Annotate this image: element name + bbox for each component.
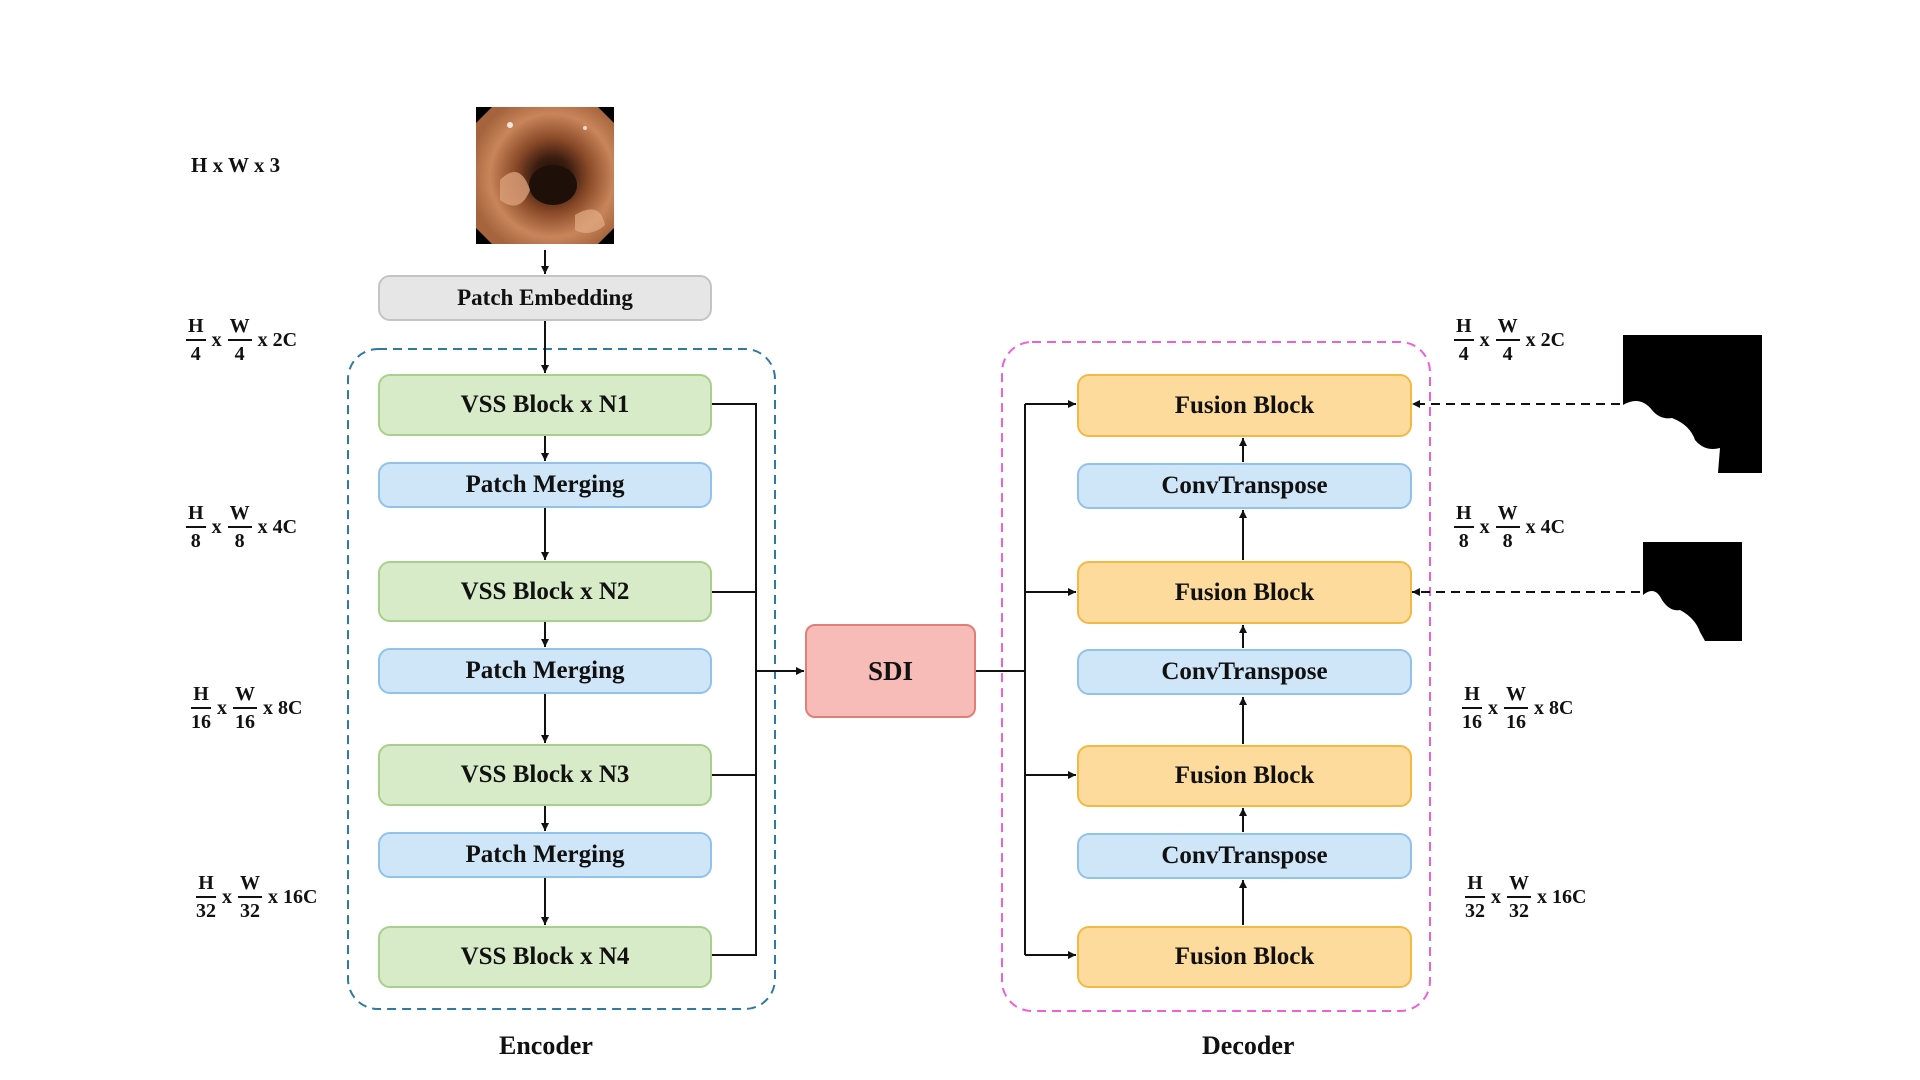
dim-h-symbol: H xyxy=(1454,503,1474,528)
fusion-block-2: Fusion Block xyxy=(1077,561,1412,624)
patch-merging-block-1: Patch Merging xyxy=(378,462,712,508)
dim-times: x xyxy=(1488,696,1498,719)
decoder-border xyxy=(1001,341,1431,1012)
vss-block-1: VSS Block x N1 xyxy=(378,374,712,436)
dim-w-divisor: 32 xyxy=(240,900,260,922)
dim-w-symbol: W xyxy=(227,503,252,528)
dim-w-divisor: 8 xyxy=(1502,530,1513,552)
patch-embedding-block: Patch Embedding xyxy=(378,275,712,321)
vss-block-3: VSS Block x N3 xyxy=(378,744,712,806)
patch-merging-block-3: Patch Merging xyxy=(378,832,712,878)
dim-w-symbol: W xyxy=(1504,684,1528,709)
dim-h-divisor: 32 xyxy=(196,900,216,922)
dim-h-divisor: 4 xyxy=(190,343,201,365)
dim-times: x xyxy=(1479,515,1490,538)
vss-block-2: VSS Block x N2 xyxy=(378,561,712,622)
decoder-caption: Decoder xyxy=(1202,1031,1295,1060)
encoder-border xyxy=(347,348,776,1010)
dim-w-symbol: W xyxy=(238,873,262,898)
dim-channels: x 16C xyxy=(1537,885,1587,908)
dim-times: x xyxy=(222,885,232,908)
dim-times: x xyxy=(211,328,222,351)
dim-w-divisor: 8 xyxy=(234,530,245,552)
skip-bus-encoder xyxy=(712,403,757,956)
dim-w-symbol: W xyxy=(1495,503,1520,528)
conv-transpose-block-3: ConvTranspose xyxy=(1077,833,1412,879)
sdi-block: SDI xyxy=(805,624,976,718)
endoscopy-input-image xyxy=(476,107,614,244)
dim-channels: x 2C xyxy=(257,328,298,351)
dim-w-divisor: 4 xyxy=(1502,343,1513,365)
dim-h-symbol: H xyxy=(186,503,206,528)
dim-h-divisor: 8 xyxy=(190,530,201,552)
fusion-block-3: Fusion Block xyxy=(1077,745,1412,807)
dim-channels: x 8C xyxy=(263,696,303,719)
conv-transpose-block-2: ConvTranspose xyxy=(1077,649,1412,695)
dim-channels: x 4C xyxy=(1525,515,1566,538)
dim-h-symbol: H xyxy=(1462,684,1482,709)
dim-times: x xyxy=(217,696,227,719)
segmentation-mask-1 xyxy=(1623,335,1762,473)
dim-h-divisor: 32 xyxy=(1465,900,1485,922)
dim-channels: x 4C xyxy=(257,515,298,538)
dim-h-symbol: H xyxy=(191,684,211,709)
dim-times: x xyxy=(1491,885,1501,908)
dim-w-divisor: 32 xyxy=(1509,900,1529,922)
dim-times: x xyxy=(211,515,222,538)
dim-h-divisor: 4 xyxy=(1458,343,1469,365)
dim-h-symbol: H xyxy=(186,316,206,341)
dim-channels: x 16C xyxy=(268,885,318,908)
fusion-block-1: Fusion Block xyxy=(1077,374,1412,437)
dim-w-symbol: W xyxy=(227,316,252,341)
dim-times: x xyxy=(1479,328,1490,351)
dim-w-divisor: 4 xyxy=(234,343,245,365)
dim-h-divisor: 16 xyxy=(191,711,211,733)
dim-channels: x 2C xyxy=(1525,328,1566,351)
dim-h-symbol: H xyxy=(1465,873,1485,898)
input-dim-label: H x W x 3 xyxy=(191,153,281,177)
dim-h-divisor: 8 xyxy=(1458,530,1469,552)
patch-merging-block-2: Patch Merging xyxy=(378,648,712,694)
dim-w-symbol: W xyxy=(1495,316,1520,341)
dim-h-symbol: H xyxy=(1454,316,1474,341)
conv-transpose-block-1: ConvTranspose xyxy=(1077,463,1412,509)
dim-h-symbol: H xyxy=(196,873,216,898)
dim-h-divisor: 16 xyxy=(1462,711,1482,733)
encoder-caption: Encoder xyxy=(499,1031,593,1060)
dim-w-divisor: 16 xyxy=(1506,711,1526,733)
dim-channels: x 8C xyxy=(1534,696,1574,719)
dim-w-symbol: W xyxy=(233,684,257,709)
fusion-block-4: Fusion Block xyxy=(1077,926,1412,988)
segmentation-mask-2 xyxy=(1643,542,1742,641)
dim-w-symbol: W xyxy=(1507,873,1531,898)
vss-block-4: VSS Block x N4 xyxy=(378,926,712,988)
dim-w-divisor: 16 xyxy=(235,711,255,733)
